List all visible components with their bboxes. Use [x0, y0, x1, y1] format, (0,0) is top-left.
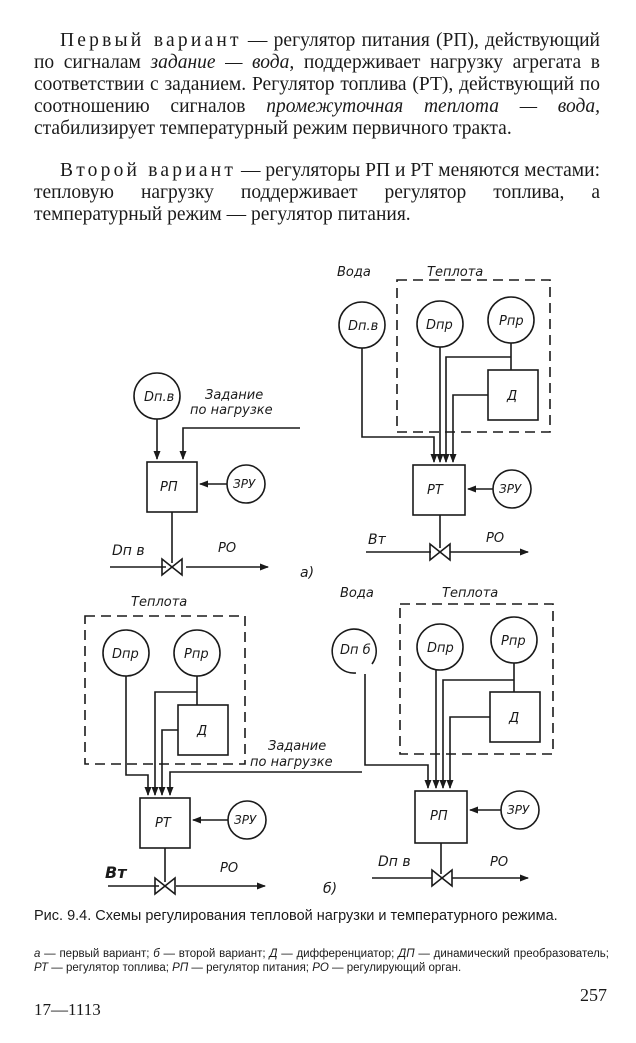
valve-icon — [161, 557, 183, 577]
valve-icon — [431, 868, 453, 888]
legend-value: — дифференциатор; — [277, 948, 399, 960]
label-actuator: РО — [490, 855, 508, 870]
legend-key: а — [34, 948, 41, 960]
legend-key: РП — [172, 961, 189, 974]
label-sensor-dpr: Dпр — [427, 641, 454, 656]
label-zru: ЗРУ — [507, 803, 530, 817]
label-setpoint-2: по нагрузке — [190, 403, 273, 418]
legend-value: — первый вариант; — [40, 948, 154, 960]
label-setpoint-1: Задание — [205, 388, 263, 403]
valve-icon — [154, 876, 176, 896]
label-setpoint-1: Задание — [268, 739, 326, 754]
sensor-water-circle — [331, 628, 377, 674]
label-sensor-water: Dп б — [340, 643, 371, 658]
label-sensor-ppr: Pпр — [501, 634, 526, 649]
text-span: стабилизирует температурный режим первич… — [34, 118, 512, 139]
legend-value: — динамический преобразователь; — [414, 948, 609, 960]
label-setpoint-2: по нагрузке — [250, 755, 333, 770]
legend-key: Д — [269, 948, 278, 960]
valve-icon — [429, 542, 451, 562]
italic-span: промежуточная теплота — вода, — [266, 96, 600, 117]
italic-span: задание — вода, — [150, 52, 295, 73]
text-span: поддерживает нагрузку агрегата в соответ… — [34, 52, 601, 117]
figure-caption: Рис. 9.4. Схемы регулирования тепловой н… — [34, 908, 558, 924]
label-heat: Теплота — [442, 586, 498, 601]
label-zru: ЗРУ — [233, 477, 256, 491]
label-sensor-ppr: Pпр — [184, 647, 209, 662]
diagram-a-left — [110, 372, 300, 577]
legend-key: РТ — [34, 961, 49, 974]
label-actuator: РО — [218, 541, 236, 556]
label-zru: ЗРУ — [499, 482, 522, 496]
regulator-rt-box — [412, 464, 466, 516]
text-span: — регулятор питания (РП), действующий по… — [34, 30, 600, 73]
label-regulator: РТ — [155, 816, 172, 831]
diagram-b-right — [331, 603, 554, 888]
label-water: Вода — [340, 586, 374, 601]
paragraph-first-variant: Первый вариант — регулятор питания (РП),… — [34, 30, 600, 140]
legend-value: — второй вариант; — [159, 948, 270, 960]
page-number: 257 — [580, 985, 607, 1005]
label-sensor-dpr: Dпр — [426, 318, 453, 333]
label-regulator: РП — [430, 809, 448, 824]
label-sensor-water: Dп.в — [348, 319, 378, 334]
label-regulator: РП — [160, 480, 178, 495]
label-flow: Dп в — [378, 854, 411, 870]
label-actuator: РО — [486, 531, 504, 546]
label-differentiator: Д — [508, 711, 519, 726]
label-differentiator: Д — [506, 389, 517, 404]
label-heat: Теплота — [427, 265, 483, 280]
label-variant-a: а) — [300, 565, 314, 581]
lead-second-variant: Второй вариант — [60, 160, 237, 181]
label-actuator: РО — [220, 861, 238, 876]
label-sensor-dpr: Dпр — [112, 647, 139, 662]
diagram-b-left — [84, 615, 362, 896]
label-flow: Dп в — [112, 543, 145, 559]
printer-signature: 17—1113 — [34, 1000, 101, 1019]
legend-key: б — [153, 948, 160, 960]
label-regulator: РТ — [427, 483, 444, 498]
heat-dashed-boundary — [84, 615, 246, 765]
label-sensor: Dп.в — [144, 390, 174, 405]
heat-dashed-boundary — [399, 603, 554, 755]
sensor-dpr-circle — [416, 623, 464, 671]
legend-key: ДП — [398, 948, 415, 960]
lead-first-variant: Первый вариант — [60, 30, 242, 51]
text-span: — регуляторы РП и РТ меняются местами: т… — [34, 160, 600, 225]
legend-value: — регулирующий орган. — [328, 961, 462, 974]
label-sensor-ppr: Pпр — [499, 314, 524, 329]
paragraph-second-variant: Второй вариант — регуляторы РП и РТ меня… — [34, 160, 600, 226]
label-differentiator: Д — [196, 724, 207, 739]
legend-value: — регулятор питания; — [188, 961, 313, 974]
label-flow: Вт — [368, 532, 387, 548]
label-heat: Теплота — [131, 595, 187, 610]
label-variant-b: б) — [323, 881, 337, 897]
legend-value: — регулятор топлива; — [48, 961, 173, 974]
figure-legend: а — первый вариант; б — второй вариант; … — [34, 948, 609, 975]
heat-dashed-boundary — [396, 279, 551, 433]
legend-key: РО — [312, 961, 329, 974]
label-flow: Вт — [105, 863, 128, 882]
control-diagrams-figure: Dп.в Задание по нагрузке РП ЗРУ Dп в РО … — [84, 265, 554, 897]
diagram-a-right — [338, 279, 551, 562]
label-water: Вода — [337, 265, 371, 280]
label-zru: ЗРУ — [234, 813, 257, 827]
